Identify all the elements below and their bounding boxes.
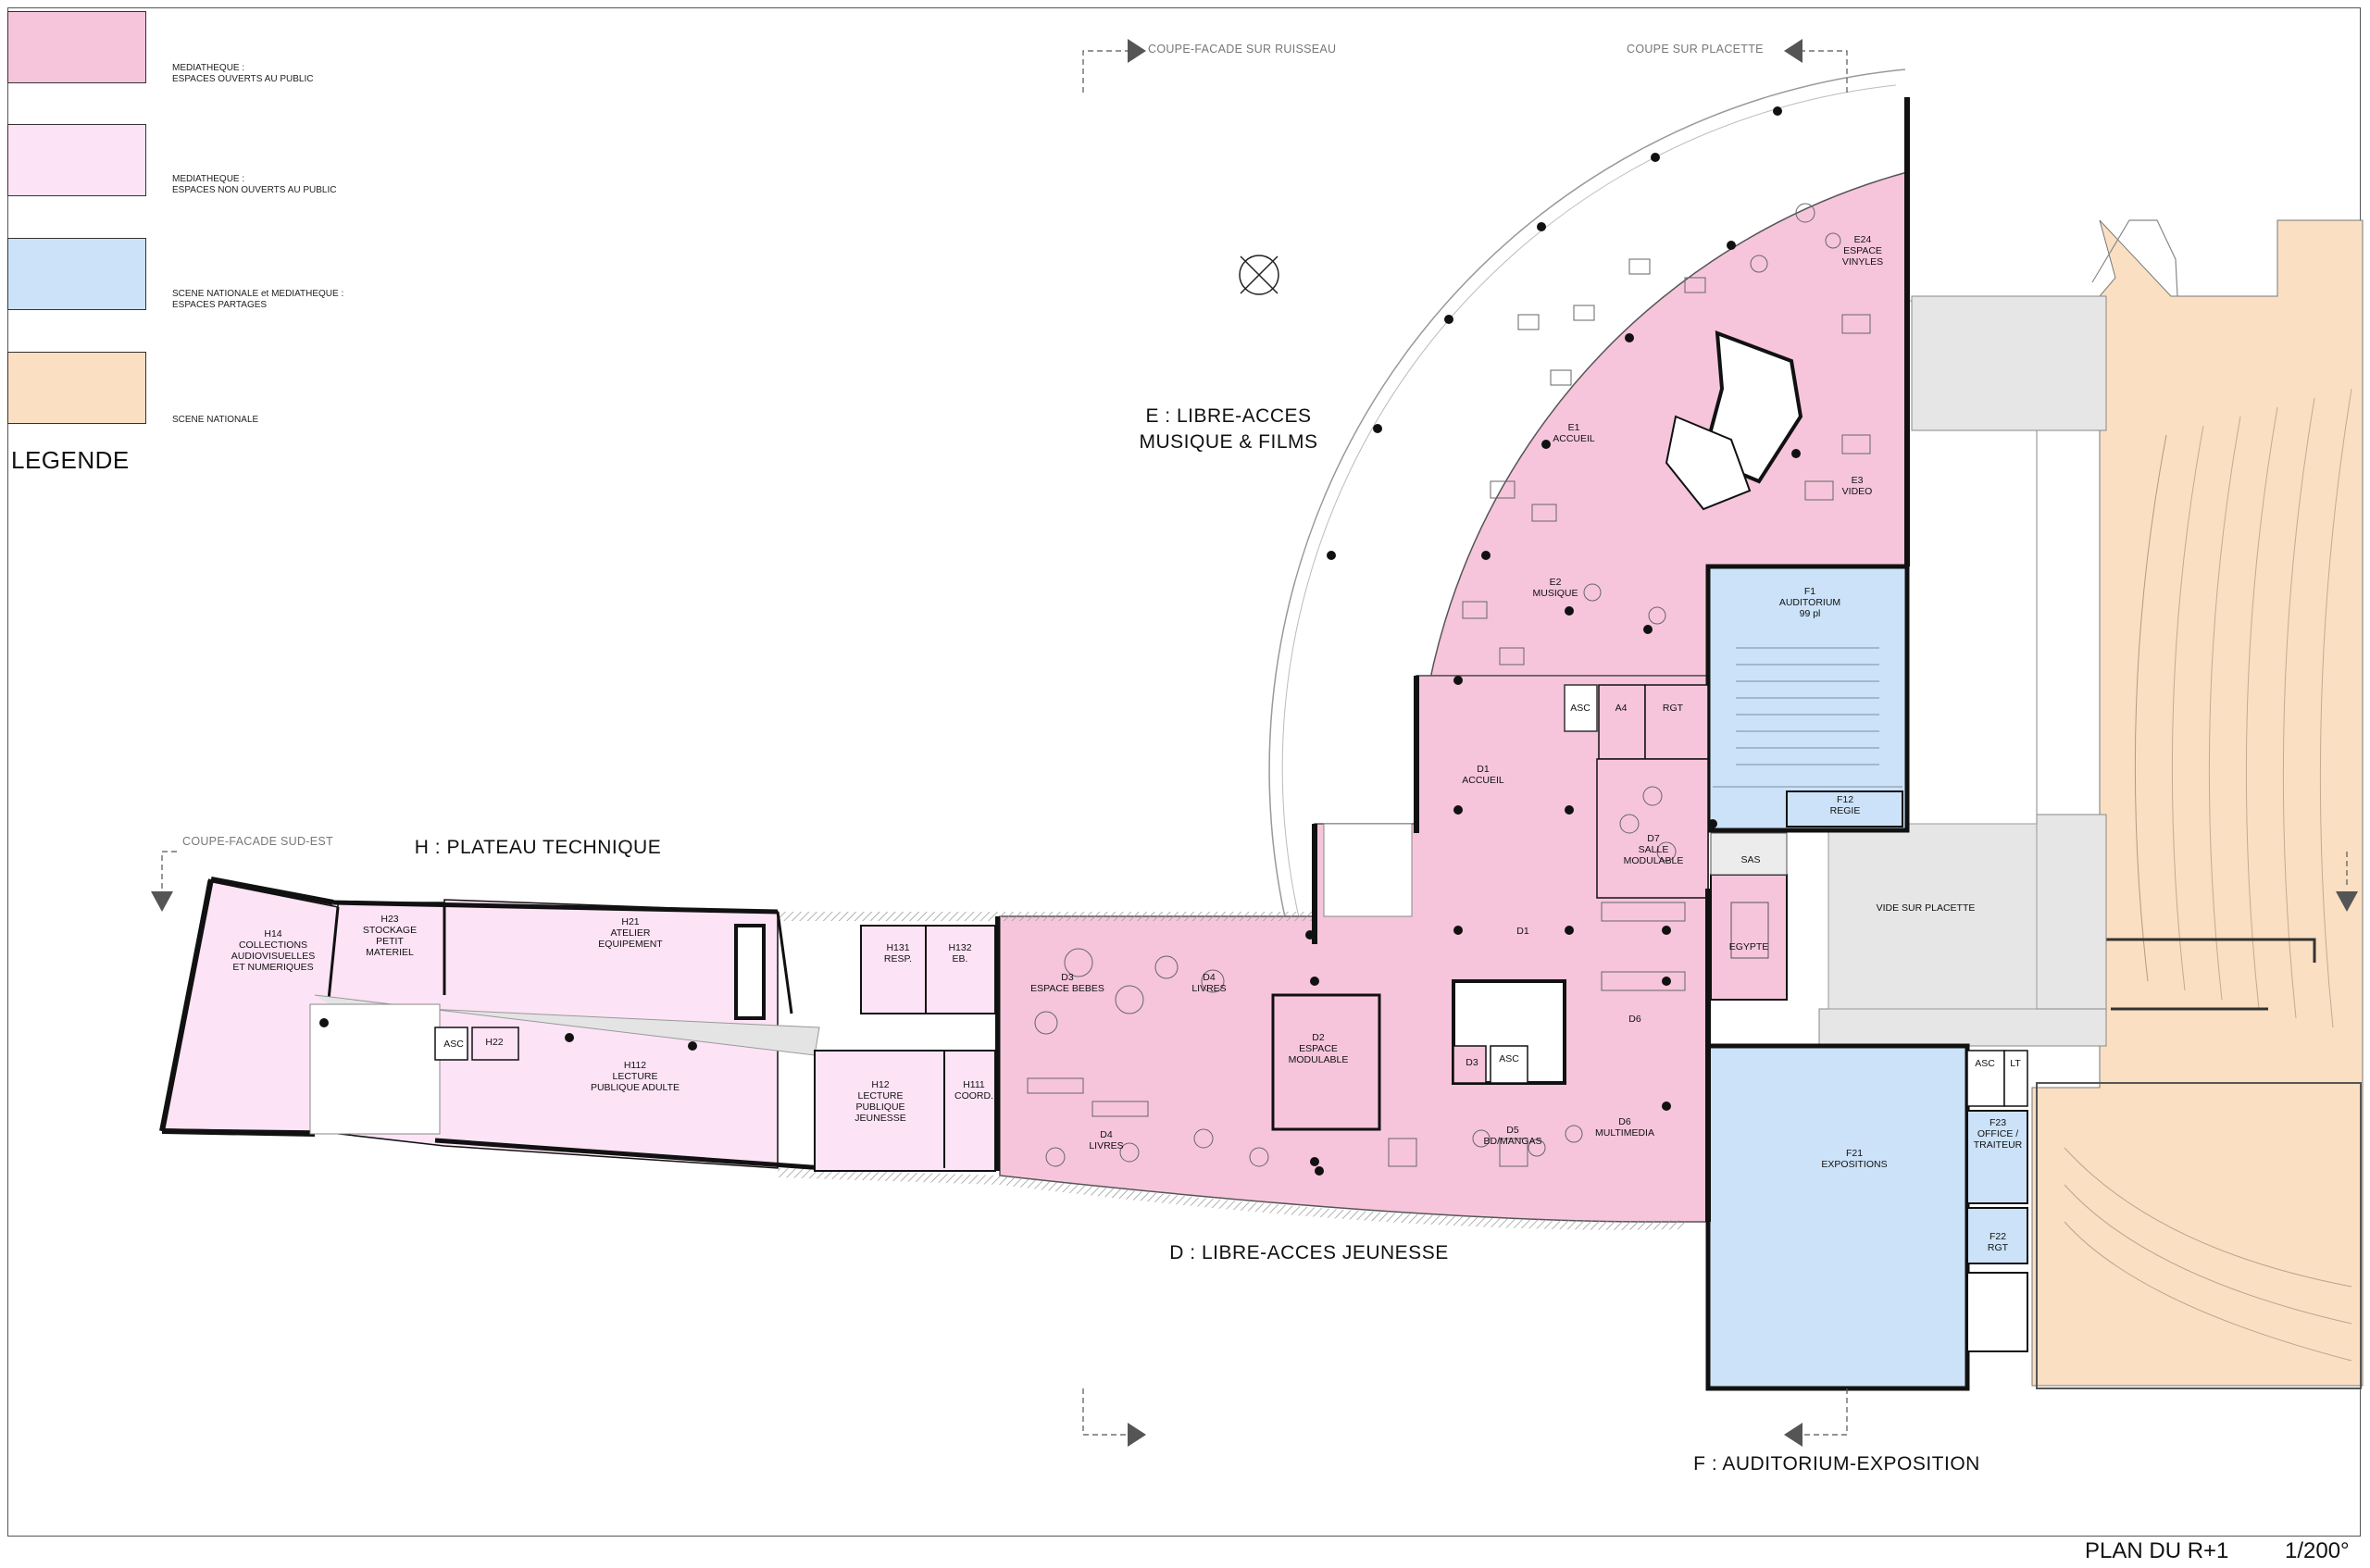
plan-title: PLAN DU R+1 [2085, 1538, 2229, 1563]
room-asc-1: ASC [1570, 703, 1590, 714]
office-f23 [1966, 1110, 2028, 1204]
legend-swatch-shared [7, 238, 146, 310]
room-e2: E2 MUSIQUE [1532, 577, 1578, 599]
section-label-placette: COUPE SUR PLACETTE [1627, 43, 1764, 56]
legend-text-non-public: MEDIATHEQUE : ESPACES NON OUVERTS AU PUB… [172, 174, 337, 195]
room-d1: D1 [1516, 926, 1529, 937]
legend-text-scene-nationale: SCENE NATIONALE [172, 415, 259, 425]
legend-text-shared: SCENE NATIONALE et MEDIATHEQUE : ESPACES… [172, 289, 344, 310]
room-h22: H22 [485, 1037, 504, 1048]
room-d4-livres-1: D4 LIVRES [1191, 972, 1227, 994]
legend-swatch-public [7, 11, 146, 83]
section-label-ruisseau: COUPE-FACADE SUR RUISSEAU [1148, 43, 1337, 56]
zone-h-area [159, 877, 1000, 1172]
zone-title-h: H : PLATEAU TECHNIQUE [414, 837, 662, 858]
room-f1: F1 AUDITORIUM 99 pl [1778, 586, 1841, 619]
rgt-f22 [1966, 1207, 2028, 1264]
room-f21: F21 EXPOSITIONS [1821, 1148, 1888, 1170]
room-h112: H112 LECTURE PUBLIQUE ADULTE [590, 1060, 680, 1093]
legend-title: LEGENDE [11, 446, 130, 474]
room-lt: LT [2010, 1058, 2021, 1069]
room-f22: F22 RGT [1987, 1231, 2009, 1253]
d2-modulable-room [1271, 993, 1381, 1131]
legend-swatch-non-public [7, 124, 146, 196]
terrace-arc [1268, 68, 1906, 927]
room-asc-4: ASC [443, 1039, 464, 1050]
room-h14: H14 COLLECTIONS AUDIOVISUELLES ET NUMERI… [231, 928, 316, 973]
room-f12: F12 REGIE [1829, 794, 1861, 816]
expositions-f21 [1705, 1043, 1970, 1391]
room-h111: H111 COORD. [954, 1079, 993, 1101]
room-d3: D3 [1466, 1057, 1478, 1068]
room-h132: H132 EB. [948, 942, 972, 964]
sas-room [1710, 832, 1788, 876]
room-asc-2: ASC [1499, 1053, 1519, 1064]
room-rgt-1: RGT [1662, 703, 1684, 714]
room-d4-livres-2: D4 LIVRES [1089, 1129, 1124, 1151]
legend-swatch-scene-nationale [7, 352, 146, 424]
grey-circulation [1818, 295, 2107, 1047]
room-h12: H12 LECTURE PUBLIQUE JEUNESSE [854, 1079, 906, 1124]
regie-f12 [1786, 790, 1903, 828]
room-sas: SAS [1740, 854, 1761, 865]
room-asc-3: ASC [1975, 1058, 1995, 1069]
room-d7: D7 SALLE MODULABLE [1623, 833, 1684, 866]
legend-text-public: MEDIATHEQUE : ESPACES OUVERTS AU PUBLIC [172, 63, 314, 84]
zone-title-d: D : LIBRE-ACCES JEUNESSE [1169, 1242, 1449, 1263]
plan-scale: 1/200° [2285, 1538, 2350, 1563]
egypte-room [1710, 874, 1788, 1001]
room-h23: H23 STOCKAGE PETIT MATERIEL [362, 914, 418, 958]
room-d5: D5 BD/MANGAS [1483, 1125, 1542, 1147]
section-label-sud-est: COUPE-FACADE SUD-EST [182, 835, 333, 848]
room-e3: E3 VIDEO [1841, 475, 1873, 497]
room-f23: F23 OFFICE / TRAITEUR [1973, 1117, 2023, 1151]
zone-title-e: E : LIBRE-ACCES MUSIQUE & FILMS [1139, 405, 1318, 453]
room-e24: E24 ESPACE VINYLES [1841, 234, 1884, 268]
north-arrow-icon [1239, 255, 1279, 295]
room-d2: D2 ESPACE MODULABLE [1288, 1032, 1349, 1065]
room-vide: VIDE SUR PLACETTE [1876, 902, 1976, 914]
room-d6-multimedia: D6 MULTIMEDIA [1595, 1116, 1654, 1139]
room-h21: H21 ATELIER EQUIPEMENT [598, 916, 663, 950]
room-egypte: EGYPTE [1728, 941, 1769, 952]
room-d3-bebes: D3 ESPACE BEBES [1030, 972, 1104, 994]
scene-nationale-area [2031, 219, 2364, 1389]
room-a4: A4 [1615, 703, 1628, 714]
zone-title-f: F : AUDITORIUM-EXPOSITION [1693, 1453, 1980, 1475]
room-d6: D6 [1628, 1014, 1641, 1025]
room-e1: E1 ACCUEIL [1553, 422, 1595, 444]
room-h131: H131 RESP. [883, 942, 913, 964]
room-d1-accueil: D1 ACCUEIL [1462, 764, 1504, 786]
